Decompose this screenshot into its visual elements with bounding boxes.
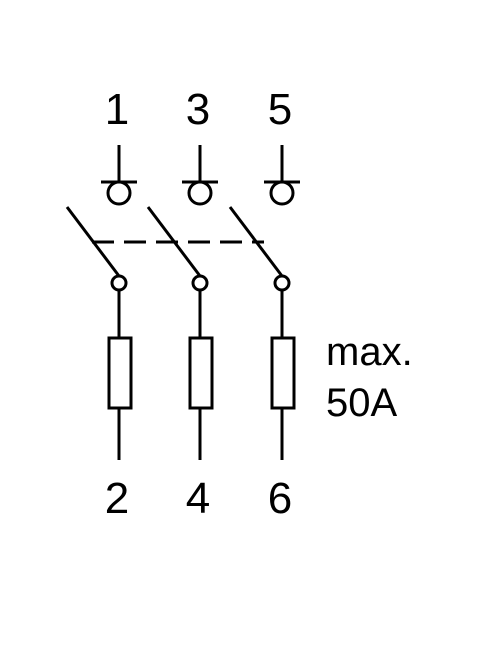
pole-2-fuse (188, 336, 214, 410)
pole-1-fixed-contact (106, 180, 132, 206)
pole-1-pivot (110, 274, 128, 292)
pole-3-pivot (273, 274, 291, 292)
terminal-label-6: 6 (268, 474, 292, 523)
pole-3-fixed-contact (269, 180, 295, 206)
pole-2-fixed-contact (187, 180, 213, 206)
pole-2-pivot (191, 274, 209, 292)
pole-1-fuse (107, 336, 133, 410)
pole-2 (146, 145, 218, 460)
terminal-label-5: 5 (268, 85, 292, 134)
pole-3 (228, 145, 300, 460)
terminal-label-3: 3 (186, 85, 210, 134)
rating-line-2: 50A (326, 381, 397, 425)
rating-line-1: max. (326, 330, 413, 374)
pole-3-fuse (270, 336, 296, 410)
terminal-label-2: 2 (105, 474, 129, 523)
pole-1 (65, 145, 137, 460)
terminal-label-1: 1 (105, 85, 129, 134)
terminal-label-4: 4 (186, 474, 210, 523)
